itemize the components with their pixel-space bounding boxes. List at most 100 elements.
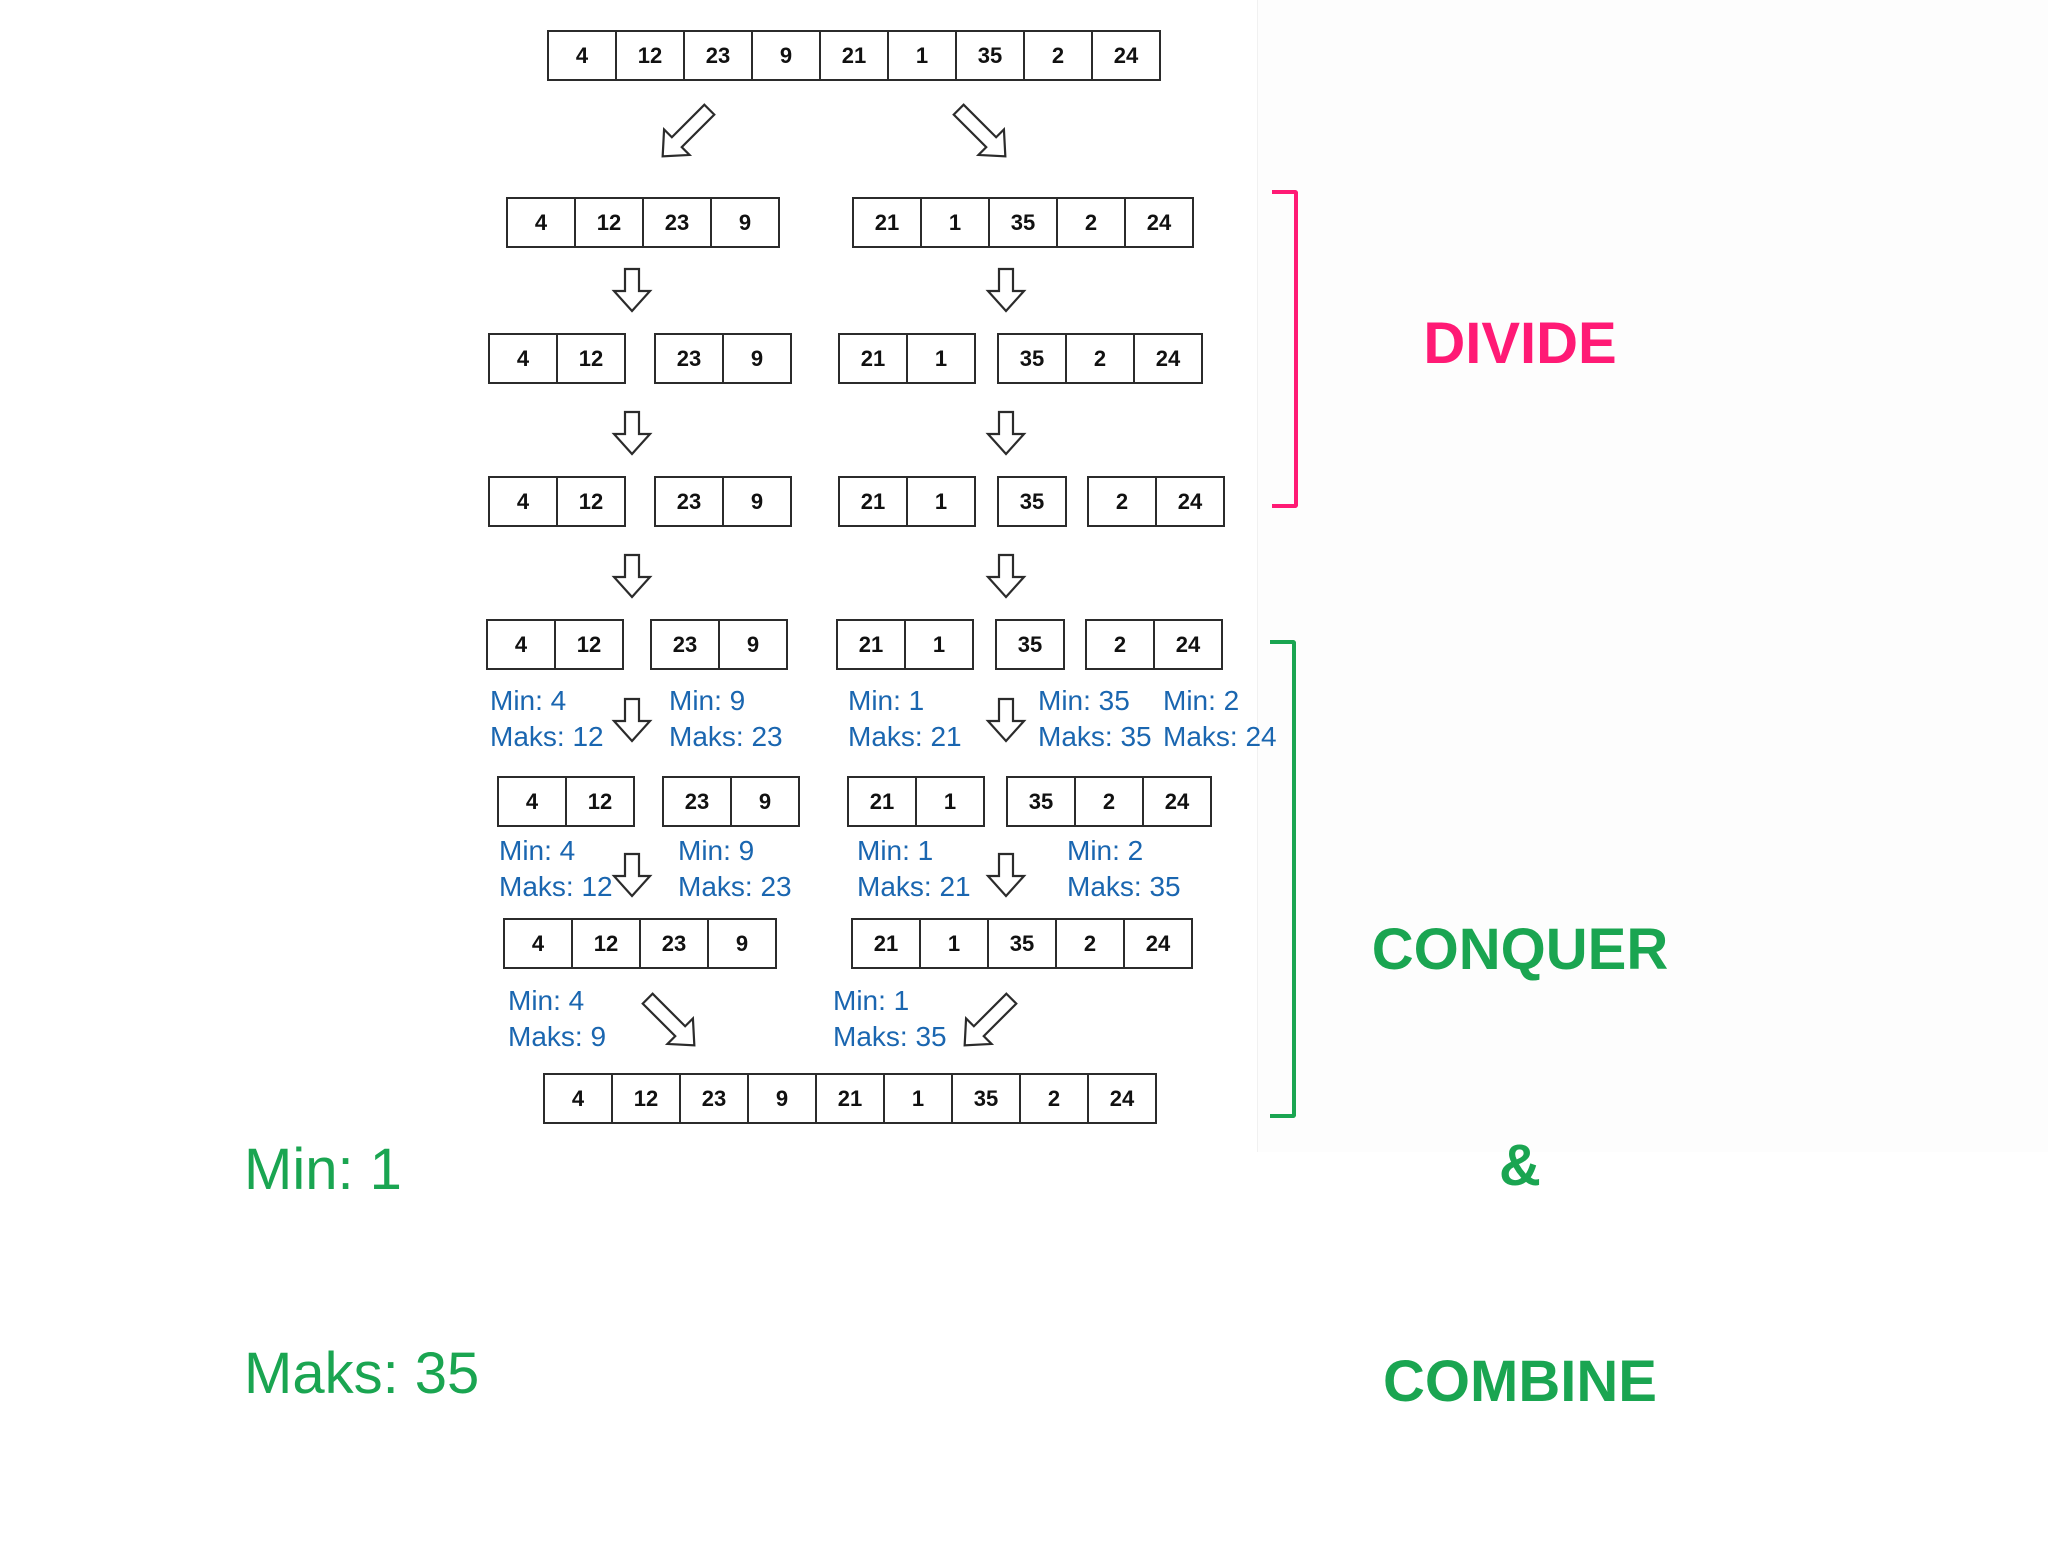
final-result: Min: 1 Maks: 35	[244, 1000, 479, 1544]
min-value: Min: 1	[848, 685, 925, 716]
array-cell: 2	[1074, 778, 1142, 825]
arrow-down-icon	[611, 410, 653, 456]
min-max-label: Min: 1 Maks: 35	[833, 983, 947, 1055]
array-cell: 9	[747, 1075, 815, 1122]
array-cell: 1	[904, 621, 972, 668]
conquer-text: CONQUER	[1371, 917, 1669, 982]
min-value: Min: 1	[833, 985, 910, 1016]
array-cell: 21	[819, 32, 887, 79]
array-cell: 12	[554, 621, 622, 668]
divide-and-conquer-diagram: DIVIDE CONQUER & COMBINE Min: 1 Maks: 35…	[244, 0, 1669, 1414]
array-level5-c: 21 1	[847, 776, 985, 827]
array-cell: 24	[1124, 199, 1192, 246]
array-level4-b: 23 9	[650, 619, 788, 670]
array-cell: 21	[858, 631, 884, 657]
array-cell: 12	[611, 1075, 679, 1122]
array-cell: 2	[1056, 199, 1124, 246]
array-level3-d: 35	[997, 476, 1067, 527]
min-value: Min: 35	[1038, 685, 1130, 716]
ampersand-text: &	[1499, 1133, 1541, 1198]
array-cell: 23	[683, 32, 751, 79]
array-cell: 9	[730, 778, 798, 825]
array-cell: 35	[988, 199, 1056, 246]
array-cell: 35	[955, 32, 1023, 79]
array-cell: 9	[751, 32, 819, 79]
array-cell: 21	[815, 1075, 883, 1122]
array-cell: 23	[642, 199, 710, 246]
array-cell: 1	[883, 1075, 951, 1122]
array-cell: 2	[1023, 32, 1091, 79]
array-cell: 4	[514, 631, 528, 657]
array-cell: 2	[1019, 1075, 1087, 1122]
array-cell: 21	[869, 788, 895, 814]
min-value: Min: 4	[490, 685, 567, 716]
array-cell: 4	[516, 488, 530, 514]
arrow-down-icon	[985, 553, 1027, 599]
min-value: Min: 2	[1163, 685, 1240, 716]
array-cell: 12	[565, 778, 633, 825]
final-max: Maks: 35	[244, 1341, 480, 1406]
array-cell: 9	[722, 335, 790, 382]
arrow-down-icon	[611, 553, 653, 599]
array-cell: 2	[1115, 488, 1129, 514]
array-cell: 12	[556, 335, 624, 382]
array-cell: 24	[1133, 335, 1201, 382]
array-cell: 23	[672, 631, 698, 657]
array-cell: 24	[1153, 621, 1221, 668]
array-level4-a: 4 12	[486, 619, 624, 670]
final-min: Min: 1	[244, 1137, 402, 1202]
array-cell: 23	[676, 488, 702, 514]
arrow-down-icon	[611, 267, 653, 313]
min-max-label: Min: 1 Maks: 21	[848, 683, 962, 755]
array-cell: 9	[707, 920, 775, 967]
min-value: Min: 4	[499, 835, 576, 866]
array-cell: 4	[525, 788, 539, 814]
array-cell: 4	[575, 42, 589, 68]
min-value: Min: 2	[1067, 835, 1144, 866]
max-value: Maks: 35	[833, 1021, 947, 1052]
array-cell: 23	[684, 788, 710, 814]
min-value: Min: 4	[508, 985, 585, 1016]
min-max-label: Min: 9 Maks: 23	[669, 683, 783, 755]
array-cell: 12	[615, 32, 683, 79]
array-cell: 9	[710, 199, 778, 246]
array-cell: 4	[531, 930, 545, 956]
arrow-down-left-icon	[963, 992, 1018, 1047]
array-cell: 23	[639, 920, 707, 967]
arrow-down-icon	[985, 267, 1027, 313]
arrow-down-right-icon	[641, 992, 696, 1047]
array-cell: 21	[873, 930, 899, 956]
arrow-down-icon	[985, 852, 1027, 898]
array-cell: 12	[556, 478, 624, 525]
max-value: Maks: 35	[1038, 721, 1152, 752]
array-cell: 9	[718, 621, 786, 668]
max-value: Maks: 12	[499, 871, 613, 902]
arrow-down-icon	[985, 697, 1027, 743]
array-cell: 24	[1155, 478, 1223, 525]
array-cell: 35	[1019, 345, 1045, 371]
max-value: Maks: 23	[669, 721, 783, 752]
array-cell: 1	[919, 920, 987, 967]
max-value: Maks: 21	[848, 721, 962, 752]
array-cell: 21	[874, 209, 900, 235]
combine-text: COMBINE	[1383, 1349, 1657, 1414]
array-level3-e: 2 24	[1087, 476, 1225, 527]
arrow-down-right-icon	[952, 103, 1007, 158]
array-cell: 24	[1123, 920, 1191, 967]
array-level5-a: 4 12	[497, 776, 635, 827]
min-value: Min: 1	[857, 835, 934, 866]
array-cell: 1	[915, 778, 983, 825]
min-value: Min: 9	[669, 685, 746, 716]
